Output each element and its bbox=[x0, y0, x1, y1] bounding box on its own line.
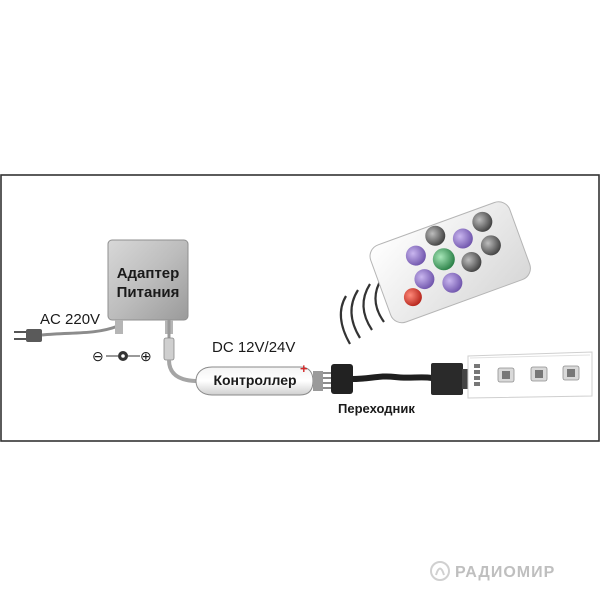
controller-plus-mark: + bbox=[300, 361, 308, 376]
plus-symbol: ⊕ bbox=[140, 348, 152, 364]
radiomir-logo bbox=[430, 561, 450, 581]
remote-control bbox=[369, 201, 531, 324]
remote-button-icon bbox=[472, 211, 493, 232]
watermark-text: РАДИОМИР bbox=[455, 564, 555, 581]
power-button-icon bbox=[403, 288, 422, 307]
dc-output-cable bbox=[163, 320, 205, 383]
adapter-label-line1: Адаптер bbox=[117, 265, 180, 282]
ac-plug bbox=[14, 324, 119, 342]
input-voltage-label: AC 220V bbox=[40, 311, 100, 328]
remote-button-icon bbox=[414, 269, 435, 290]
minus-symbol: ⊖ bbox=[92, 348, 104, 364]
remote-button-icon bbox=[425, 225, 446, 246]
remote-button-icon bbox=[452, 228, 473, 249]
controller-label: Контроллер bbox=[213, 372, 296, 388]
output-voltage-label: DC 12V/24V bbox=[212, 339, 295, 356]
adapter-label-line2: Питания bbox=[117, 284, 180, 301]
remote-center-button-icon bbox=[432, 248, 455, 271]
adapter-cable-label: Переходник bbox=[338, 401, 415, 416]
remote-button-icon bbox=[461, 251, 482, 272]
led-strip bbox=[467, 351, 593, 399]
adapter-cable bbox=[331, 363, 468, 395]
remote-button-icon bbox=[405, 245, 426, 266]
remote-button-icon bbox=[480, 235, 501, 256]
dc-jack-icon bbox=[106, 351, 140, 361]
remote-button-icon bbox=[442, 272, 463, 293]
